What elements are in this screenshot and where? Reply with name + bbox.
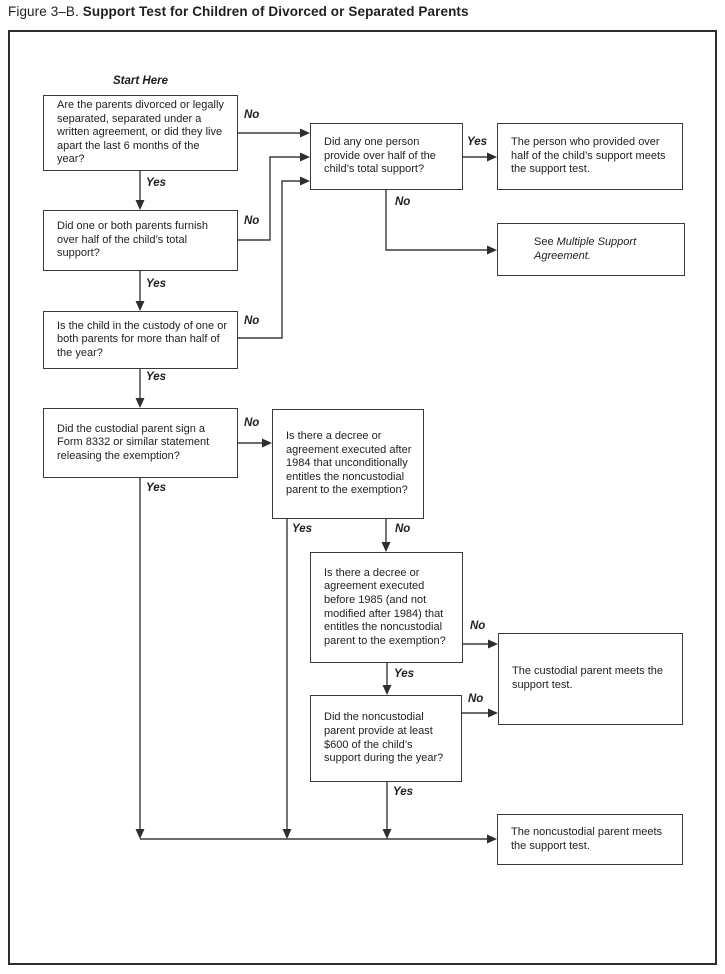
branch-label-q2-no: No [244, 215, 260, 227]
branch-label-q6-no: No [395, 523, 411, 535]
question-text: Is the child in the custody of one or bo… [57, 319, 227, 359]
result-text: The noncustodial parent meets the suppor… [511, 825, 663, 852]
question-text: Did the noncustodial parent provide at l… [324, 711, 444, 765]
figure-title-text: Support Test for Children of Divorced or… [82, 4, 469, 19]
question-text: Is there a decree or agreement executed … [286, 429, 412, 497]
result-custodial-meets: The custodial parent meets the support t… [498, 633, 683, 725]
question-text: Did any one person provide over half of … [324, 136, 436, 176]
question-divorced-or-separated: Are the parents divorced or legally sepa… [43, 95, 238, 171]
branch-label-q2-yes: Yes [146, 278, 167, 290]
see-reference: Multiple Support Agreement. [534, 235, 637, 262]
branch-label-q8-yes: Yes [393, 786, 414, 798]
branch-label-q4-no: No [244, 417, 260, 429]
question-form-8332-signed: Did the custodial parent sign a Form 833… [43, 408, 238, 478]
question-text: Is there a decree or agreement executed … [324, 566, 446, 647]
branch-label-q6-yes: Yes [292, 523, 313, 535]
result-see-multiple-support-agreement: See Multiple Support Agreement. [497, 223, 685, 276]
branch-label-q5-no: No [395, 196, 411, 208]
question-text: Did one or both parents furnish over hal… [57, 220, 209, 260]
result-text: The person who provided over half of the… [511, 136, 666, 176]
figure-number-label: Figure 3–B. [8, 4, 79, 19]
start-here-label: Start Here [113, 75, 168, 87]
question-text: Are the parents divorced or legally sepa… [57, 98, 224, 166]
question-decree-before-1985: Is there a decree or agreement executed … [310, 552, 463, 663]
question-parents-furnish-half: Did one or both parents furnish over hal… [43, 210, 238, 271]
question-decree-after-1984: Is there a decree or agreement executed … [272, 409, 424, 519]
result-text: See Multiple Support Agreement. [534, 236, 674, 263]
question-text: Did the custodial parent sign a Form 833… [57, 422, 210, 462]
question-one-person-half-support: Did any one person provide over half of … [310, 123, 463, 190]
branch-label-q3-yes: Yes [146, 371, 167, 383]
branch-label-q5-yes: Yes [467, 136, 488, 148]
result-text: The custodial parent meets the support t… [512, 665, 664, 691]
branch-label-q7-no: No [470, 620, 486, 632]
figure-title: Figure 3–B. Support Test for Children of… [8, 4, 469, 19]
result-noncustodial-meets: The noncustodial parent meets the suppor… [497, 814, 683, 865]
question-noncustodial-600-support: Did the noncustodial parent provide at l… [310, 695, 462, 782]
result-person-provided-half: The person who provided over half of the… [497, 123, 683, 190]
branch-label-q7-yes: Yes [394, 668, 415, 680]
see-prefix: See [534, 235, 557, 248]
question-custody-half-year: Is the child in the custody of one or bo… [43, 311, 238, 369]
branch-label-q8-no: No [468, 693, 484, 705]
branch-label-q1-no: No [244, 109, 260, 121]
branch-label-q3-no: No [244, 315, 260, 327]
branch-label-q1-yes: Yes [146, 177, 167, 189]
branch-label-q4-yes: Yes [146, 482, 167, 494]
